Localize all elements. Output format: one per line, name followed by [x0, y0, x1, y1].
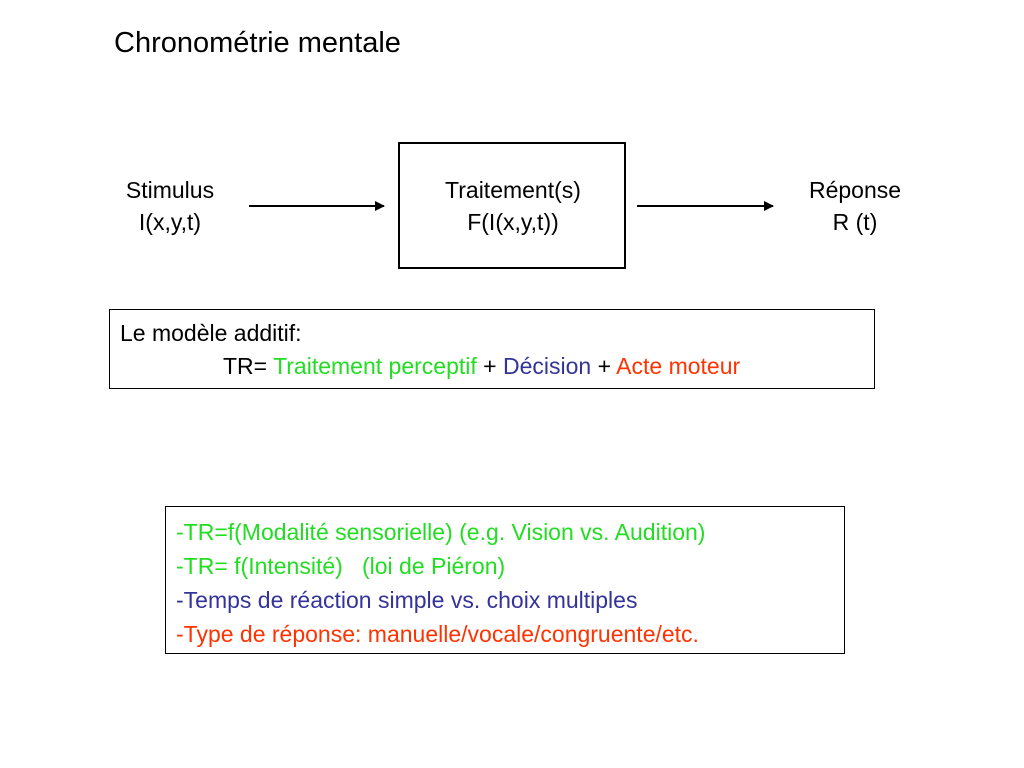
additive-model-box: Le modèle additif: TR= Traitement percep… [109, 309, 875, 389]
factor-reponse-text: Type de réponse: manuelle/vocale/congrue… [183, 621, 699, 647]
formula-plus-1: + [476, 353, 503, 379]
factor-item-temps: -Temps de réaction simple vs. choix mult… [176, 583, 844, 617]
factor-intensite-text: -TR= f(Intensité) (loi de Piéron) [176, 553, 506, 579]
stimulus-label: Stimulus I(x,y,t) [100, 174, 240, 238]
factors-box: -TR=f(Modalité sensorielle) (e.g. Vision… [165, 506, 845, 654]
traitement-name: Traitement(s) [445, 177, 581, 203]
formula-prefix: TR= [223, 353, 274, 379]
factor-temps-text: Temps de réaction simple vs. choix multi… [183, 587, 638, 613]
traitement-formula: F(I(x,y,t)) [467, 209, 559, 235]
reponse-name: Réponse [808, 177, 902, 203]
page-title: Chronométrie mentale [114, 27, 401, 59]
formula-term-perceptif: Traitement perceptif [273, 353, 477, 379]
factor-item-modalite: -TR=f(Modalité sensorielle) (e.g. Vision… [176, 519, 706, 545]
factor-reponse-dash: - [176, 621, 184, 647]
factor-temps-dash: - [176, 587, 184, 613]
factor-item-reponse: -Type de réponse: manuelle/vocale/congru… [176, 617, 844, 651]
stimulus-formula: I(x,y,t) [138, 209, 202, 235]
formula-term-decision: Décision [502, 353, 592, 379]
model-formula: TR= Traitement perceptif + Décision + Ac… [223, 353, 740, 380]
reponse-label: Réponse R (t) [785, 174, 925, 238]
factor-item-intensite: -TR= f(Intensité) (loi de Piéron) [176, 549, 844, 583]
model-title: Le modèle additif: [120, 320, 302, 346]
traitement-label: Traitement(s) F(I(x,y,t)) [398, 174, 628, 238]
formula-plus-2: + [591, 353, 617, 379]
stimulus-name: Stimulus [125, 177, 215, 203]
reponse-formula: R (t) [832, 209, 878, 235]
traitement-box [398, 142, 626, 269]
formula-term-moteur: Acte moteur [616, 353, 741, 379]
